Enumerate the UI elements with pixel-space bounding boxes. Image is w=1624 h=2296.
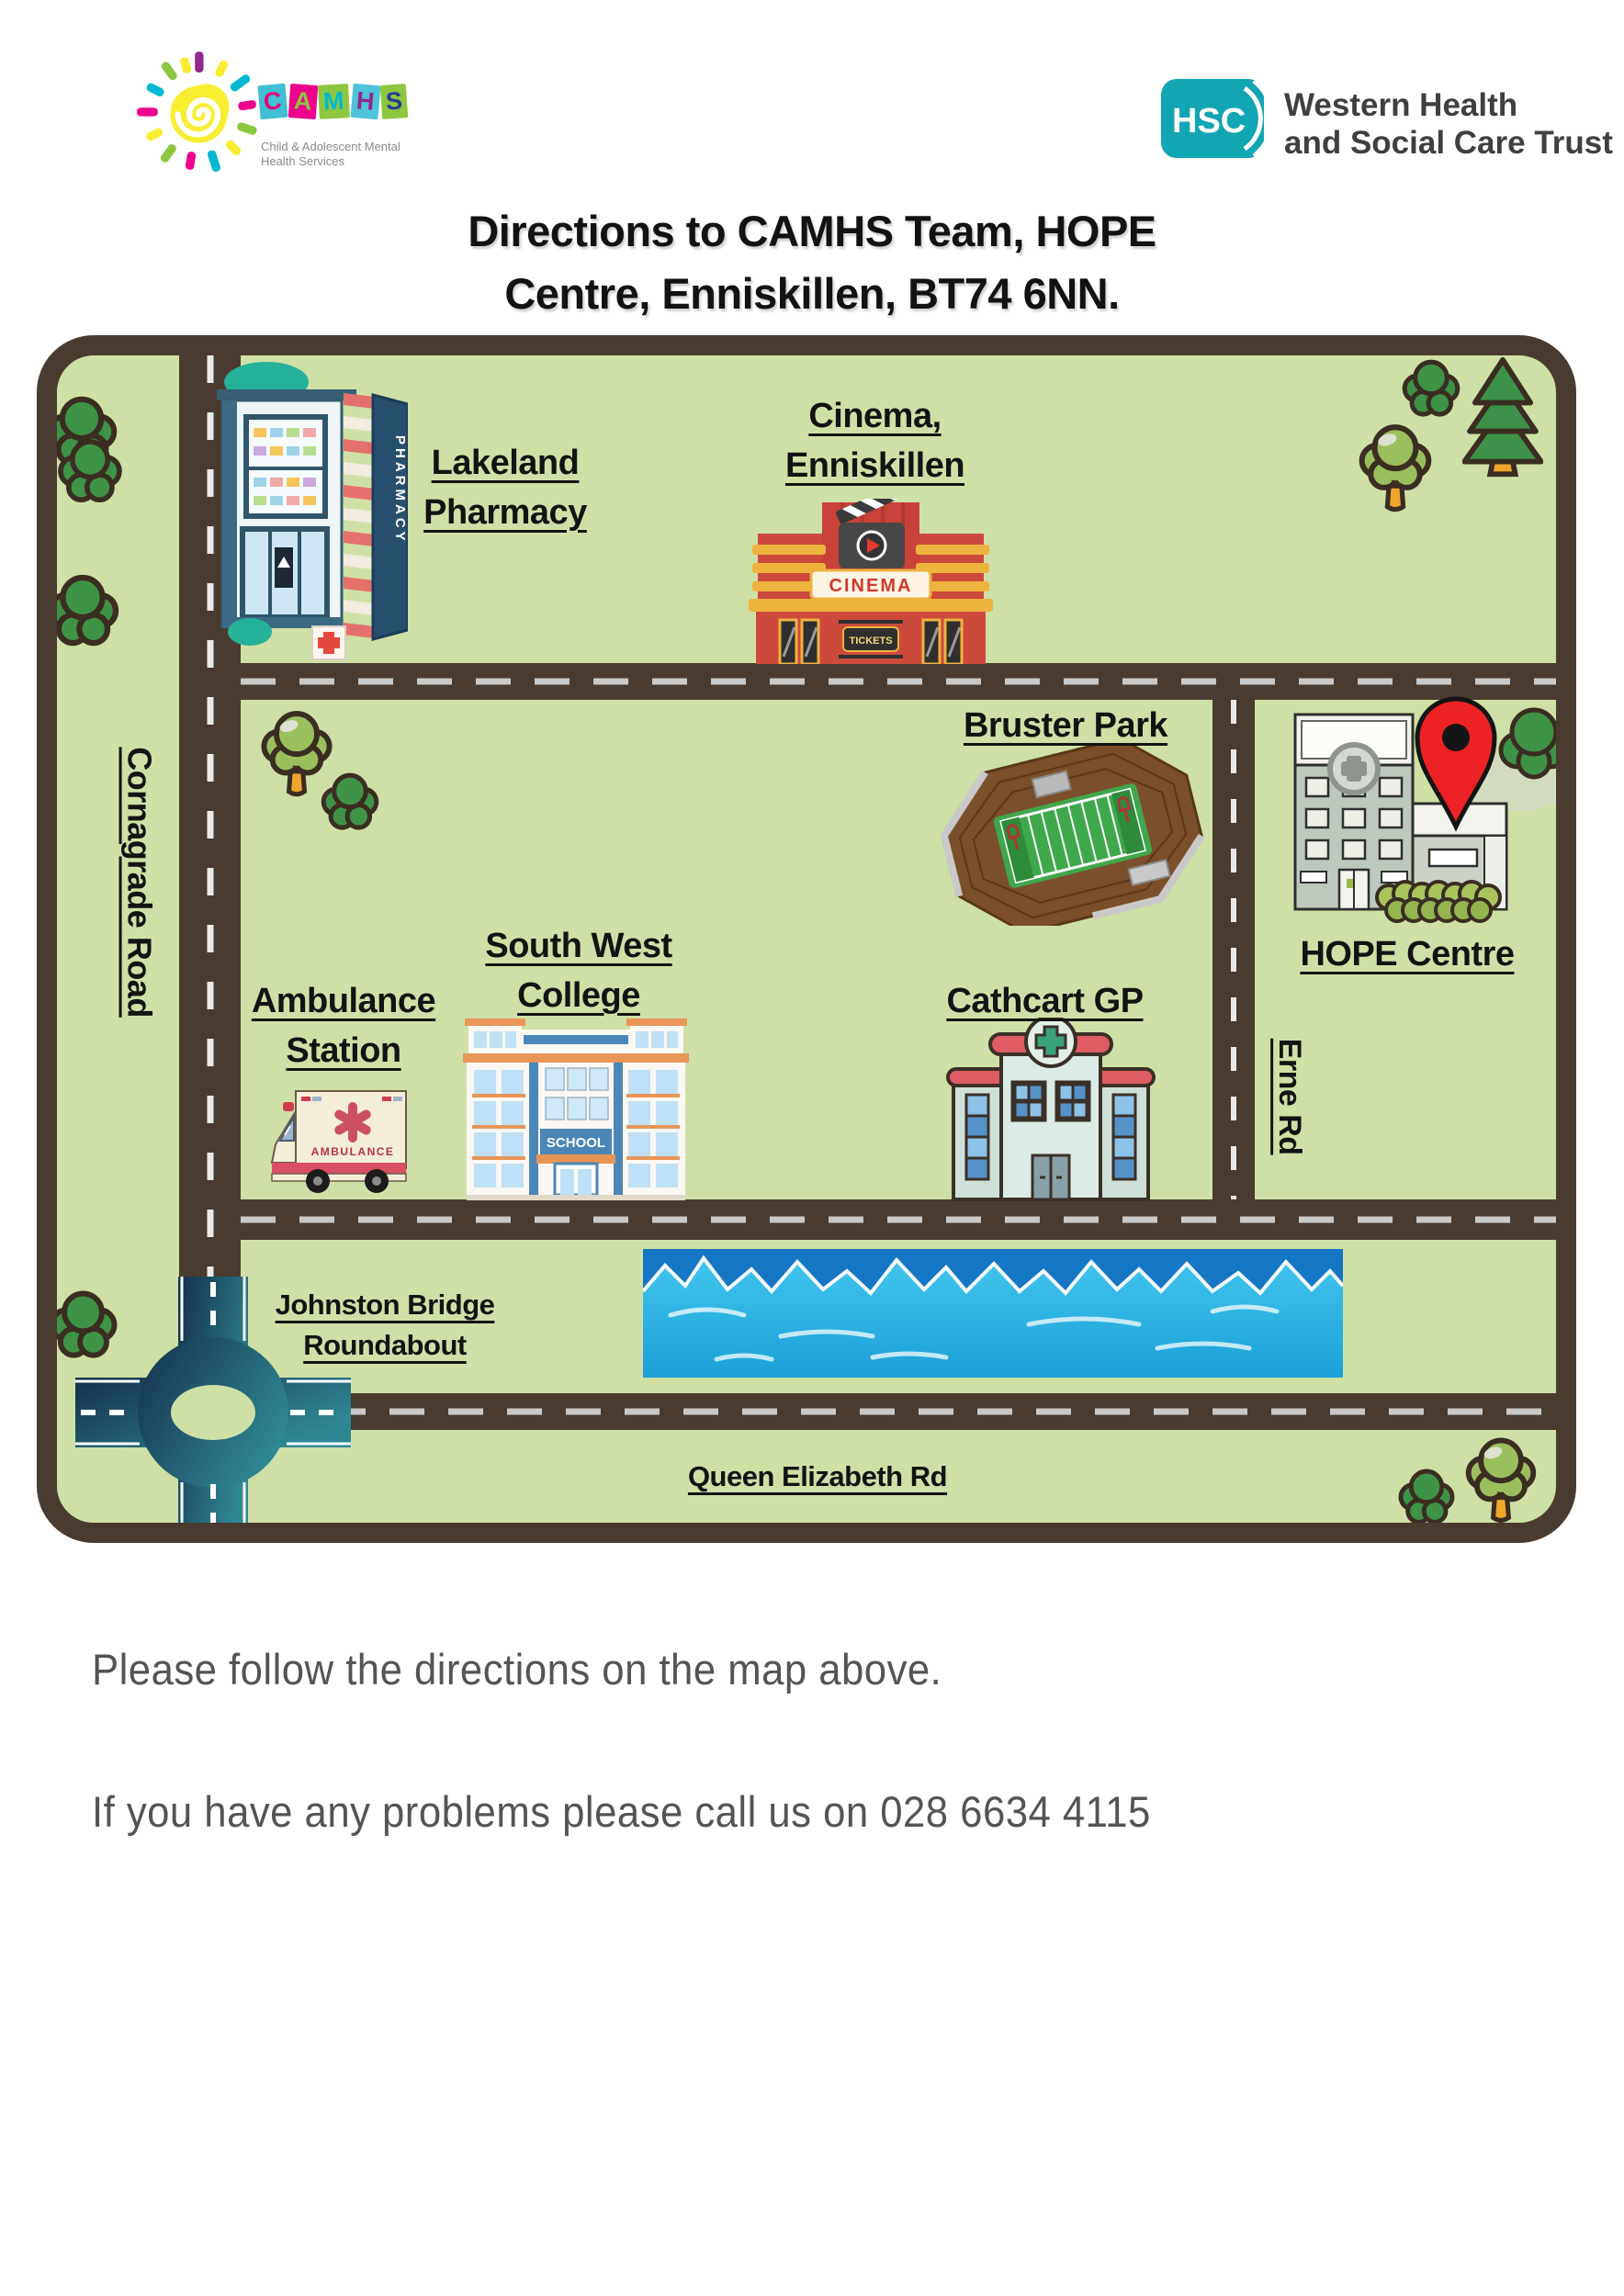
camhs-letter: H [349, 83, 380, 120]
camhs-tagline-line1: Child & Adolescent Mental [261, 140, 400, 153]
road-centerline [241, 1216, 1556, 1223]
cinema-building-icon: CINEMA TICKETS [749, 499, 993, 664]
river-graphic [643, 1249, 1343, 1378]
pharmacy-awning [344, 393, 375, 638]
label-queen-elizabeth-rd: Queen Elizabeth Rd [687, 1460, 948, 1492]
camhs-letter: S [379, 84, 409, 119]
road-centerline [1231, 700, 1236, 1199]
clapperboard-icon [836, 499, 905, 568]
label-line: Johnston Bridge [275, 1289, 495, 1321]
footer-instruction: Please follow the directions on the map … [92, 1645, 942, 1694]
hsc-org-line2: and Social Care Trust [1284, 125, 1613, 162]
label-line: Roundabout [303, 1329, 467, 1362]
page-title: Directions to CAMHS Team, HOPE Centre, E… [0, 200, 1624, 325]
top-road [241, 663, 1556, 700]
camhs-sun-logo-icon [137, 51, 257, 172]
label-line: Pharmacy [423, 492, 587, 532]
title-line1: Directions to CAMHS Team, HOPE [468, 207, 1156, 255]
label-line: College [517, 975, 640, 1015]
middle-road [241, 1199, 1556, 1240]
star-of-life-icon [334, 1102, 371, 1142]
label-hope-centre: HOPE Centre [1300, 935, 1515, 974]
label-bruster-park: Bruster Park [963, 706, 1168, 745]
camhs-letter: A [288, 84, 318, 119]
camhs-letter: C [257, 83, 288, 120]
hsc-logo-icon: HSC [1161, 79, 1275, 158]
school-sign-text: SCHOOL [547, 1135, 605, 1151]
ambulance-icon: AMBULANCE [270, 1090, 407, 1193]
hope-centre-building-icon [1293, 696, 1571, 923]
road-centerline [241, 678, 1556, 685]
road-centerline [207, 355, 213, 1301]
hsc-org-name: Western Health and Social Care Trust [1284, 86, 1613, 163]
title-line2: Centre, Enniskillen, BT74 6NN. [504, 269, 1120, 319]
gp-surgery-building-icon [946, 1018, 1156, 1201]
pharmacy-sign-text: PHARMACY [392, 435, 408, 545]
label-cinema-enniskillen: Cinema, Enniskillen [744, 392, 1006, 491]
label-line: South West [485, 927, 672, 965]
map-border [37, 335, 1576, 1543]
label-line: Lakeland [431, 444, 580, 482]
label-ambulance-station: Ambulance Station [219, 977, 468, 1076]
johnston-bridge-roundabout-icon [75, 1277, 351, 1543]
label-johnston-bridge-roundabout: Johnston Bridge Roundabout [260, 1285, 510, 1366]
erne-road [1212, 700, 1255, 1199]
label-south-west-college: South West College [455, 922, 703, 1021]
tickets-sign-text: TICKETS [849, 636, 892, 647]
label-cathcart-gp: Cathcart GP [946, 982, 1144, 1020]
hedge-bushes [1375, 880, 1502, 923]
hsc-org-line1: Western Health [1284, 87, 1518, 123]
hsc-abbr: HSC [1172, 102, 1246, 141]
pharmacy-building-icon: PHARMACY [217, 362, 408, 660]
location-pin-icon [1415, 696, 1497, 832]
label-line: Enniskillen [784, 445, 965, 485]
road-centerline [331, 1408, 1556, 1415]
label-line: Cinema, [808, 397, 942, 435]
stadium-icon [940, 746, 1205, 926]
queen-elizabeth-road [331, 1393, 1556, 1430]
sun-rays [137, 51, 257, 172]
label-lakeland-pharmacy: Lakeland Pharmacy [381, 439, 629, 538]
cinema-sign-text: CINEMA [829, 576, 913, 596]
label-line: Station [286, 1030, 401, 1070]
college-building-icon: SCHOOL [463, 1019, 689, 1200]
label-line: Ambulance [251, 982, 436, 1020]
ambulance-sign-text: AMBULANCE [311, 1145, 395, 1158]
camhs-letter: M [318, 84, 350, 119]
camhs-tagline-line2: Health Services [261, 154, 345, 169]
camhs-logo-letters: C A M H S [257, 83, 409, 120]
camhs-tagline: Child & Adolescent Mental Health Service… [261, 140, 400, 170]
footer-phone-line: If you have any problems please call us … [92, 1787, 1151, 1836]
